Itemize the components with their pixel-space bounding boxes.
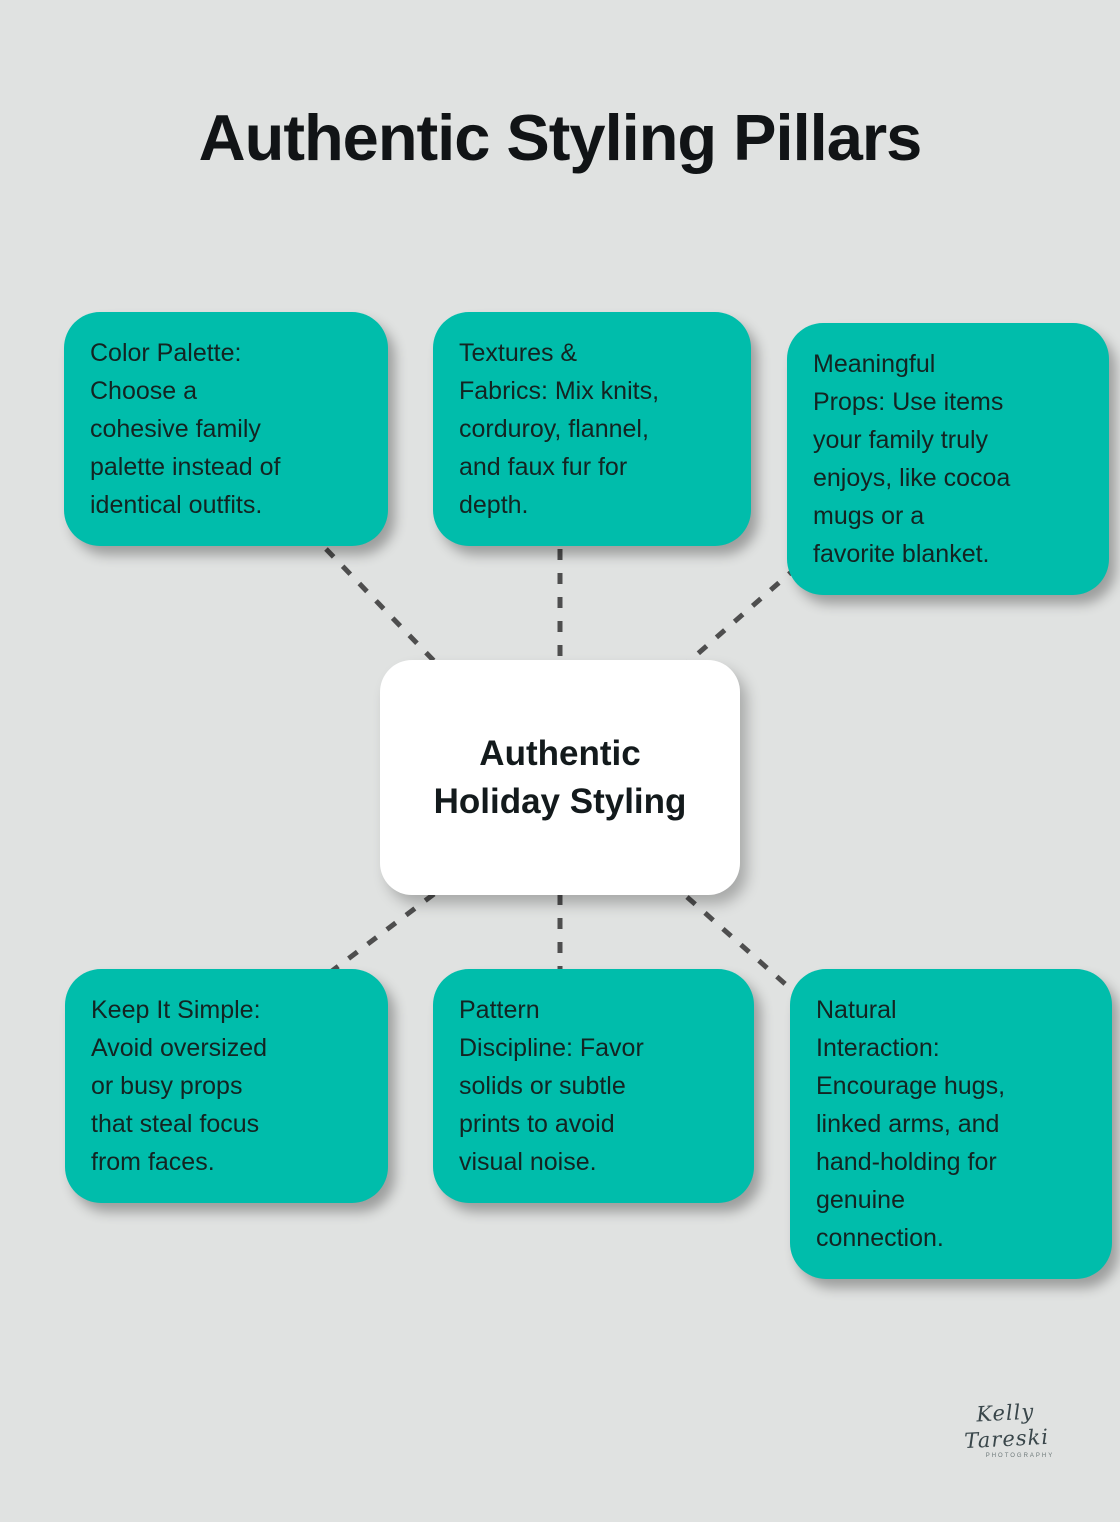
connector-meaningful-props — [684, 565, 799, 666]
page-title: Authentic Styling Pillars — [198, 101, 923, 174]
pillar-meaningful-props: Meaningful Props: Use items your family … — [787, 323, 1109, 595]
pillar-color-palette: Color Palette: Choose a cohesive family … — [64, 312, 388, 546]
central-node-label: Authentic Holiday Styling — [433, 733, 687, 821]
watermark-subtitle: PHOTOGRAPHY — [985, 1453, 1055, 1459]
central-node: Authentic Holiday Styling — [380, 660, 740, 895]
pillar-textures-fabrics: Textures & Fabrics: Mix knits, corduroy,… — [433, 312, 751, 546]
connector-keep-it-simple — [326, 892, 436, 976]
watermark-name: Kelly Tareski — [963, 1399, 1050, 1454]
pillar-keep-it-simple: Keep It Simple: Avoid oversized or busy … — [65, 969, 388, 1203]
photographer-watermark: Kelly Tareski PHOTOGRAPHY — [941, 1400, 1071, 1459]
pillar-natural-interaction: Natural Interaction: Encourage hugs, lin… — [790, 969, 1112, 1279]
connector-color-palette — [324, 547, 438, 665]
pillar-pattern-discipline: Pattern Discipline: Favor solids or subt… — [433, 969, 754, 1203]
